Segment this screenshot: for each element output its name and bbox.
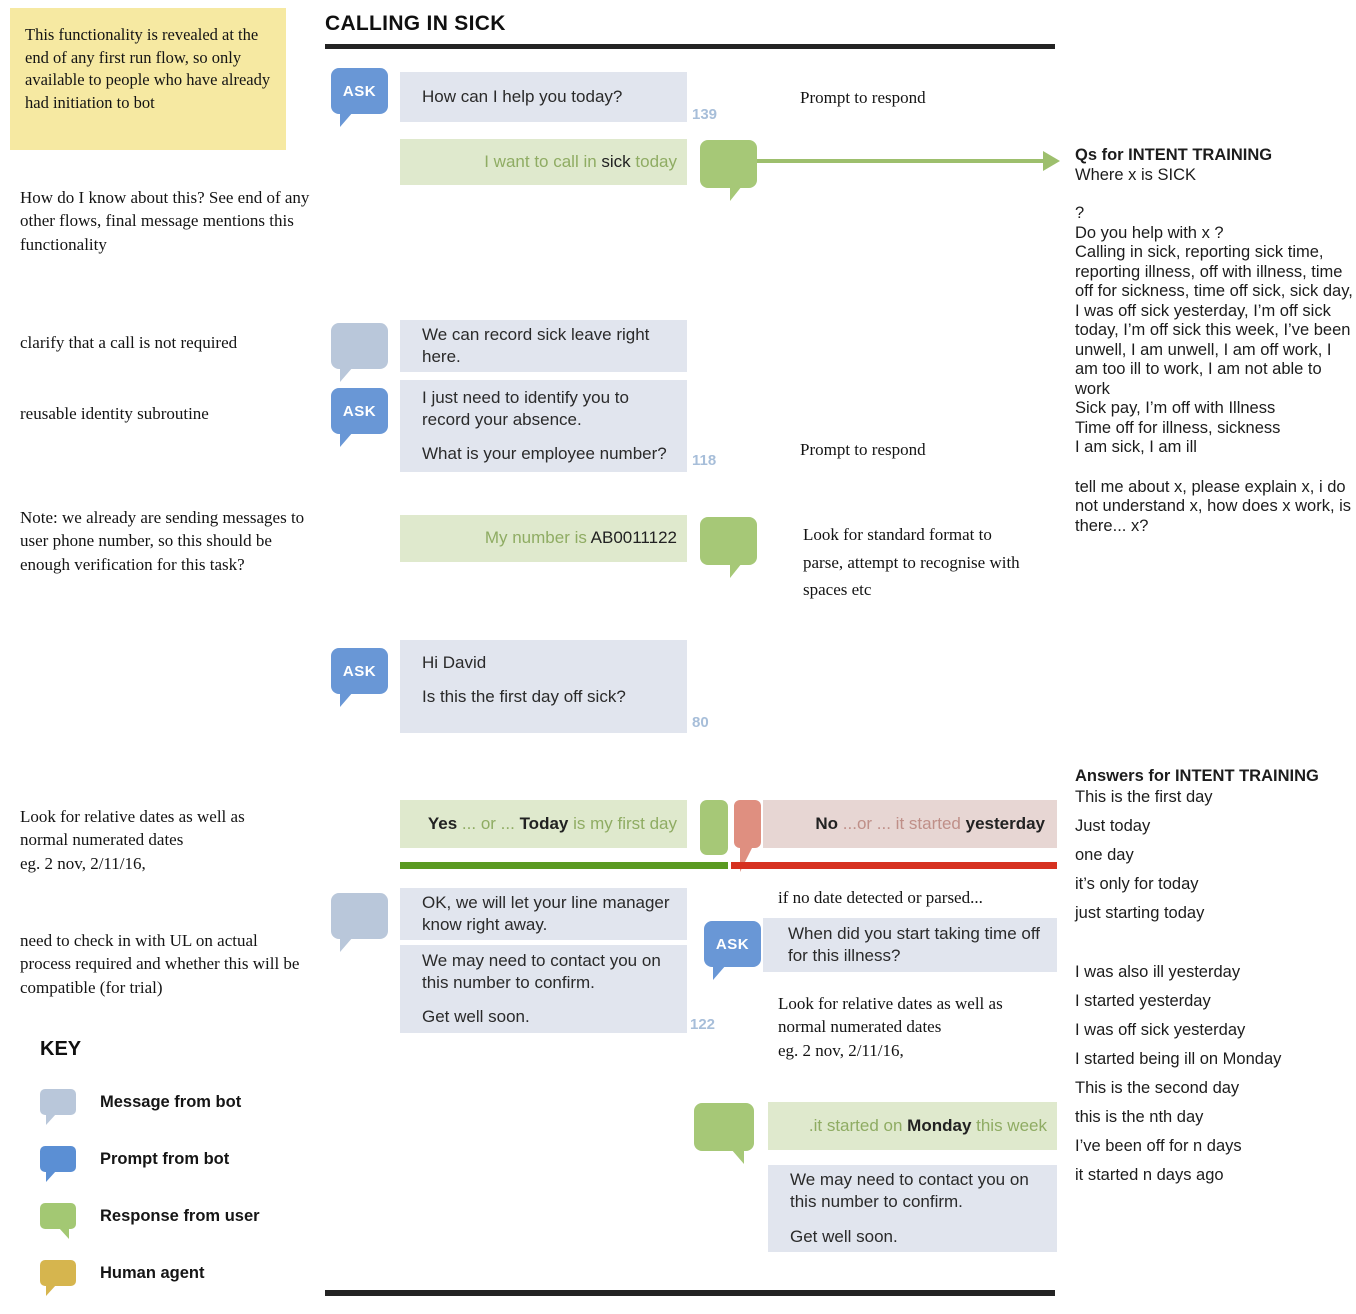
key-item-response-from-user: Response from user — [40, 1202, 260, 1239]
answer-line: one day — [1075, 846, 1134, 864]
bubble-contact-confirm-2: We may need to contact you on this numbe… — [768, 1165, 1057, 1252]
user-response-text: I want to call in sick today — [484, 151, 677, 171]
key-label: Prompt from bot — [100, 1149, 230, 1168]
bot-message-text: We may need to contact you on this numbe… — [790, 1170, 1029, 1212]
bubble-contact-confirm: We may need to contact you on this numbe… — [400, 945, 687, 1033]
bot-message-text: We can record sick leave right here. — [422, 324, 650, 366]
bubble-record-here: We can record sick leave right here. — [400, 320, 687, 372]
char-count: 80 — [692, 714, 709, 731]
bubble-how-can-i-help: How can I help you today? — [400, 72, 687, 122]
answers-heading: Answers for INTENT TRAINING — [1075, 767, 1319, 785]
annotation-check-ul: need to check in with UL on actual proce… — [20, 931, 300, 997]
bubble-identify: I just need to identify you to record yo… — [400, 380, 687, 472]
bottom-rule — [325, 1290, 1055, 1296]
bot-message-text: We may need to contact you on this numbe… — [422, 950, 661, 992]
bot-message-text: When did you start taking time off for t… — [788, 923, 1040, 965]
char-count: 118 — [692, 452, 717, 469]
answers-intent-training: Answers for INTENT TRAINING This is the … — [1075, 766, 1356, 1194]
human-agent-icon — [40, 1260, 76, 1296]
intent-arrow-head — [1043, 151, 1060, 171]
annotation-how-know: How do I know about this? See end of any… — [20, 188, 310, 254]
bubble-ok-line-manager: OK, we will let your line manager know r… — [400, 888, 687, 940]
answer-line: just starting today — [1075, 904, 1205, 922]
answer-line: I was also ill yesterday — [1075, 963, 1241, 981]
message-from-bot-icon — [331, 893, 388, 952]
answer-line: This is the first day — [1075, 788, 1213, 806]
bubble-yes-first-day: Yes ... or ... Today is my first day — [400, 800, 687, 848]
response-negative-icon — [734, 800, 761, 872]
answer-line: this is the nth day — [1075, 1108, 1204, 1126]
annotation-clarify: clarify that a call is not required — [20, 333, 238, 352]
key-item-human-agent: Human agent — [40, 1259, 205, 1296]
message-from-bot-icon — [40, 1089, 76, 1125]
bot-message-text: OK, we will let your line manager know r… — [422, 892, 670, 934]
answer-line: I started being ill on Monday — [1075, 1050, 1282, 1068]
annotation-no-date: if no date detected or parsed... — [778, 888, 983, 907]
sticky-note: This functionality is revealed at the en… — [10, 8, 286, 150]
answer-line: I started yesterday — [1075, 992, 1211, 1010]
user-response-text: .it started on Monday this week — [808, 1115, 1047, 1135]
page-title: CALLING IN SICK — [325, 12, 506, 35]
prompt-from-bot-icon — [40, 1146, 76, 1182]
intent-arrow — [757, 159, 1045, 163]
annotation-relative-dates: Look for relative dates as well as norma… — [778, 994, 1003, 1060]
qs-intent-training: Qs for INTENT TRAINING Where x is SICK ?… — [1075, 146, 1356, 536]
annotation-relative-dates-left: Look for relative dates as well as norma… — [20, 807, 245, 873]
bubble-no-started-yesterday: No ...or ... it started yesterday — [763, 800, 1057, 848]
annotation-prompt-to-respond-1: Prompt to respond — [800, 88, 926, 107]
annotation-reusable: reusable identity subroutine — [20, 404, 209, 423]
response-from-user-icon — [700, 517, 757, 578]
no-branch-line — [731, 862, 1057, 869]
qs-body: ? Do you help with x ? Calling in sick, … — [1075, 204, 1353, 456]
response-from-user-icon — [694, 1103, 754, 1164]
bubble-my-number: My number is AB0011122 — [400, 515, 687, 562]
key-item-message-from-bot: Message from bot — [40, 1088, 242, 1125]
response-from-user-icon — [700, 140, 757, 201]
response-from-user-icon — [700, 800, 728, 855]
message-from-bot-icon — [331, 323, 388, 382]
user-response-text: My number is AB0011122 — [484, 528, 677, 548]
bot-message-text: Hi David — [422, 653, 487, 672]
bot-message-text: Get well soon. — [790, 1226, 898, 1246]
qs-heading: Qs for INTENT TRAINING — [1075, 146, 1273, 164]
title-underline — [325, 44, 1055, 49]
answers-gap — [1075, 932, 1356, 962]
bubble-want-call-sick: I want to call in sick today — [400, 139, 687, 185]
prompt-from-bot-icon: ASK — [331, 68, 388, 127]
bot-message-text: What is your employee number? — [422, 444, 667, 464]
char-count: 139 — [692, 106, 718, 123]
key-label: Human agent — [100, 1263, 205, 1282]
bot-message-text: How can I help you today? — [422, 86, 623, 106]
yes-branch-line — [400, 862, 728, 869]
bubble-when-start: When did you start taking time off for t… — [763, 918, 1057, 972]
answer-line: I’ve been off for n days — [1075, 1137, 1242, 1155]
bubble-hi-david: Hi David Is this the first day off sick? — [400, 640, 687, 733]
bot-message-text: I just need to identify you to record yo… — [422, 387, 629, 429]
answer-line: Just today — [1075, 817, 1151, 835]
qs-subheading: Where x is SICK — [1075, 165, 1197, 184]
annotation-parse-format: Look for standard format to parse, attem… — [803, 525, 1020, 600]
bot-message-text: Is this the first day off sick? — [422, 687, 626, 707]
key-item-prompt-from-bot: Prompt from bot — [40, 1145, 230, 1182]
prompt-from-bot-icon: ASK — [331, 388, 388, 447]
answer-line: I was off sick yesterday — [1075, 1021, 1246, 1039]
user-response-text: Yes ... or ... Today is my first day — [427, 813, 677, 833]
bot-message-text: Get well soon. — [422, 1007, 530, 1027]
bubble-started-monday: .it started on Monday this week — [768, 1102, 1057, 1150]
answer-line: it started n days ago — [1075, 1166, 1224, 1184]
prompt-from-bot-icon: ASK — [704, 921, 761, 980]
annotation-verification: Note: we already are sending messages to… — [20, 508, 305, 574]
annotation-prompt-to-respond-2: Prompt to respond — [800, 440, 926, 459]
user-response-text: No ...or ... it started yesterday — [815, 813, 1045, 833]
answer-line: This is the second day — [1075, 1079, 1240, 1097]
char-count: 122 — [690, 1016, 716, 1033]
prompt-from-bot-icon: ASK — [331, 648, 388, 707]
answer-line: it’s only for today — [1075, 875, 1199, 893]
response-from-user-icon — [40, 1203, 76, 1239]
key-heading: KEY — [40, 1038, 82, 1060]
qs-body2: tell me about x, please explain x, i do … — [1075, 477, 1352, 535]
key-label: Message from bot — [100, 1092, 242, 1111]
key-label: Response from user — [100, 1206, 260, 1225]
